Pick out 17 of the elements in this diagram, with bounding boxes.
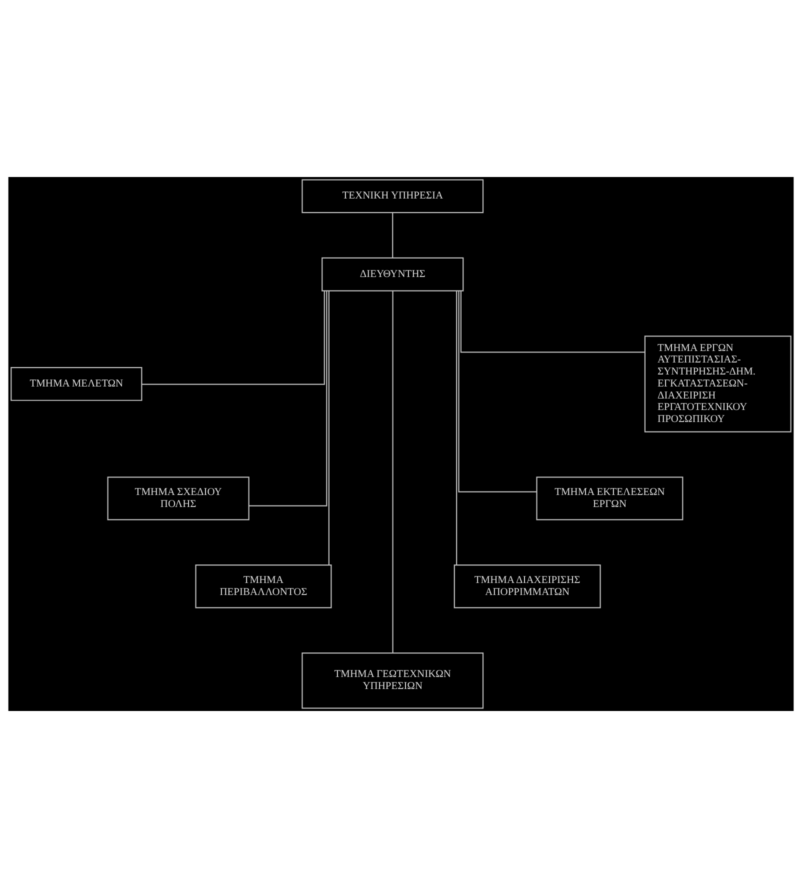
connector (458, 290, 537, 492)
connector (460, 290, 645, 353)
connector (392, 290, 394, 653)
node-box: ΤΜΗΜΑ ΕΚΤΕΛΕΣΕΩΝ ΕΡΓΩΝ (536, 476, 684, 520)
node-box: ΤΜΗΜΑ ΔΙΑΧΕΙΡΙΣΗΣ ΑΠΟΡΡΙΜΜΑΤΩΝ (454, 564, 601, 608)
node-box: ΤΕΧΝΙΚΗ ΥΠΗΡΕΣΙΑ (302, 179, 484, 214)
node-box: ΤΜΗΜΑ ΕΡΓΩΝ ΑΥΤΕΠΙΣΤΑΣΙΑΣ- ΣΥΝΤΗΡΗΣΗΣ-ΔΗΜ. ΕΓΚΑΤΑΣΤΑΣΕΩΝ- ΔΙΑΧΕΙΡΙΣΗ ΕΡΓΑΤΟΤΕΧΝΙΚΟΥ ΠΡΟΣΩΠΙΚΟΥ (644, 336, 792, 432)
node-box: ΤΜΗΜΑ ΣΧΕΔΙΟΥ ΠΟΛΗΣ (107, 476, 250, 520)
connector (249, 290, 328, 506)
connector (456, 290, 458, 566)
connector (142, 290, 325, 385)
connector (328, 290, 330, 566)
node-box: ΤΜΗΜΑ ΜΕΛΕΤΩΝ (10, 367, 142, 401)
node-box: ΤΜΗΜΑ ΠΕΡΙΒΑΛΛΟΝΤΟΣ (195, 564, 332, 608)
node-box: ΔΙΕΥΘΥΝΤΗΣ (322, 257, 464, 292)
node-box: ΤΜΗΜΑ ΓΕΩΤΕΧΝΙΚΩΝ ΥΠΗΡΕΣΙΩΝ (302, 652, 484, 709)
connector (392, 212, 394, 258)
